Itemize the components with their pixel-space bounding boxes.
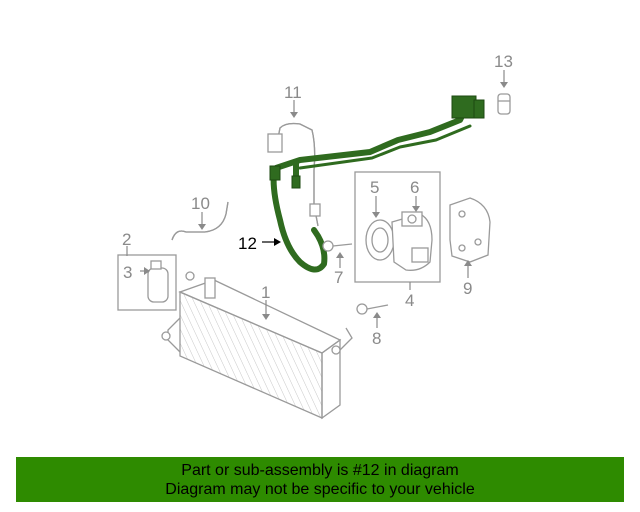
info-banner: Part or sub-assembly is #12 in diagram D… bbox=[16, 457, 624, 502]
bracket-part-9[interactable] bbox=[449, 197, 491, 263]
tube-part-10[interactable] bbox=[171, 201, 229, 241]
callout-9: 9 bbox=[463, 279, 472, 298]
callout-5: 5 bbox=[370, 178, 379, 197]
callout-13: 13 bbox=[494, 52, 513, 71]
callout-7: 7 bbox=[334, 268, 343, 287]
callout-12: 12 bbox=[238, 234, 257, 253]
condenser-part-1[interactable] bbox=[161, 271, 353, 420]
callout-3: 3 bbox=[123, 263, 132, 282]
leader-lines bbox=[126, 70, 508, 328]
callout-6: 6 bbox=[410, 178, 419, 197]
bolt-part-7[interactable] bbox=[322, 240, 353, 252]
callout-2: 2 bbox=[122, 230, 131, 249]
receiver-drier-kit-part-2[interactable] bbox=[117, 254, 177, 311]
cap-part-13[interactable] bbox=[497, 93, 511, 115]
callout-8: 8 bbox=[372, 329, 381, 348]
banner-line-1: Part or sub-assembly is #12 in diagram bbox=[181, 462, 459, 479]
bolt-part-8[interactable] bbox=[356, 303, 389, 315]
banner-line-2: Diagram may not be specific to your vehi… bbox=[165, 481, 475, 498]
hose-part-11[interactable] bbox=[267, 122, 321, 227]
callout-10: 10 bbox=[191, 194, 210, 213]
parts-diagram: 1 2 3 4 5 6 7 8 9 10 11 12 13 bbox=[117, 52, 513, 420]
callout-1: 1 bbox=[261, 283, 270, 302]
callout-11: 11 bbox=[284, 83, 302, 102]
hose-part-12[interactable] bbox=[269, 95, 485, 273]
callout-4: 4 bbox=[405, 291, 414, 310]
compressor-part-4[interactable] bbox=[354, 171, 441, 283]
